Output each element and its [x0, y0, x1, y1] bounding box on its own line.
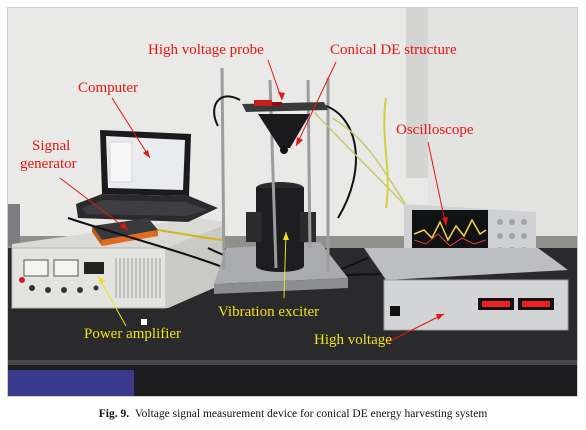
label-signal-generator-line1: Signal	[32, 138, 71, 154]
annotation-arrows	[59, 59, 448, 343]
label-oscilloscope: Oscilloscope	[396, 122, 474, 138]
label-vibration-exciter: Vibration exciter	[218, 304, 320, 320]
label-high-voltage: High voltage	[314, 332, 392, 348]
figure-number: Fig. 9.	[98, 408, 130, 420]
figure-caption: Fig. 9. Voltage signal measurement devic…	[0, 408, 586, 420]
label-signal-generator-line2: generator	[20, 156, 77, 172]
vibration-exciter	[214, 182, 348, 294]
label-power-amplifier: Power amplifier	[84, 326, 182, 342]
lab-setup-photo: High voltage probe Conical DE structure …	[7, 7, 578, 397]
figure-caption-text: Voltage signal measurement device for co…	[134, 408, 488, 420]
power-amplifier	[11, 218, 223, 309]
computer-laptop	[76, 130, 218, 222]
label-computer: Computer	[78, 80, 138, 96]
label-high-voltage-probe: High voltage probe	[148, 42, 264, 58]
high-voltage-supply	[364, 248, 569, 331]
label-conical-de-structure: Conical DE structure	[330, 42, 457, 58]
